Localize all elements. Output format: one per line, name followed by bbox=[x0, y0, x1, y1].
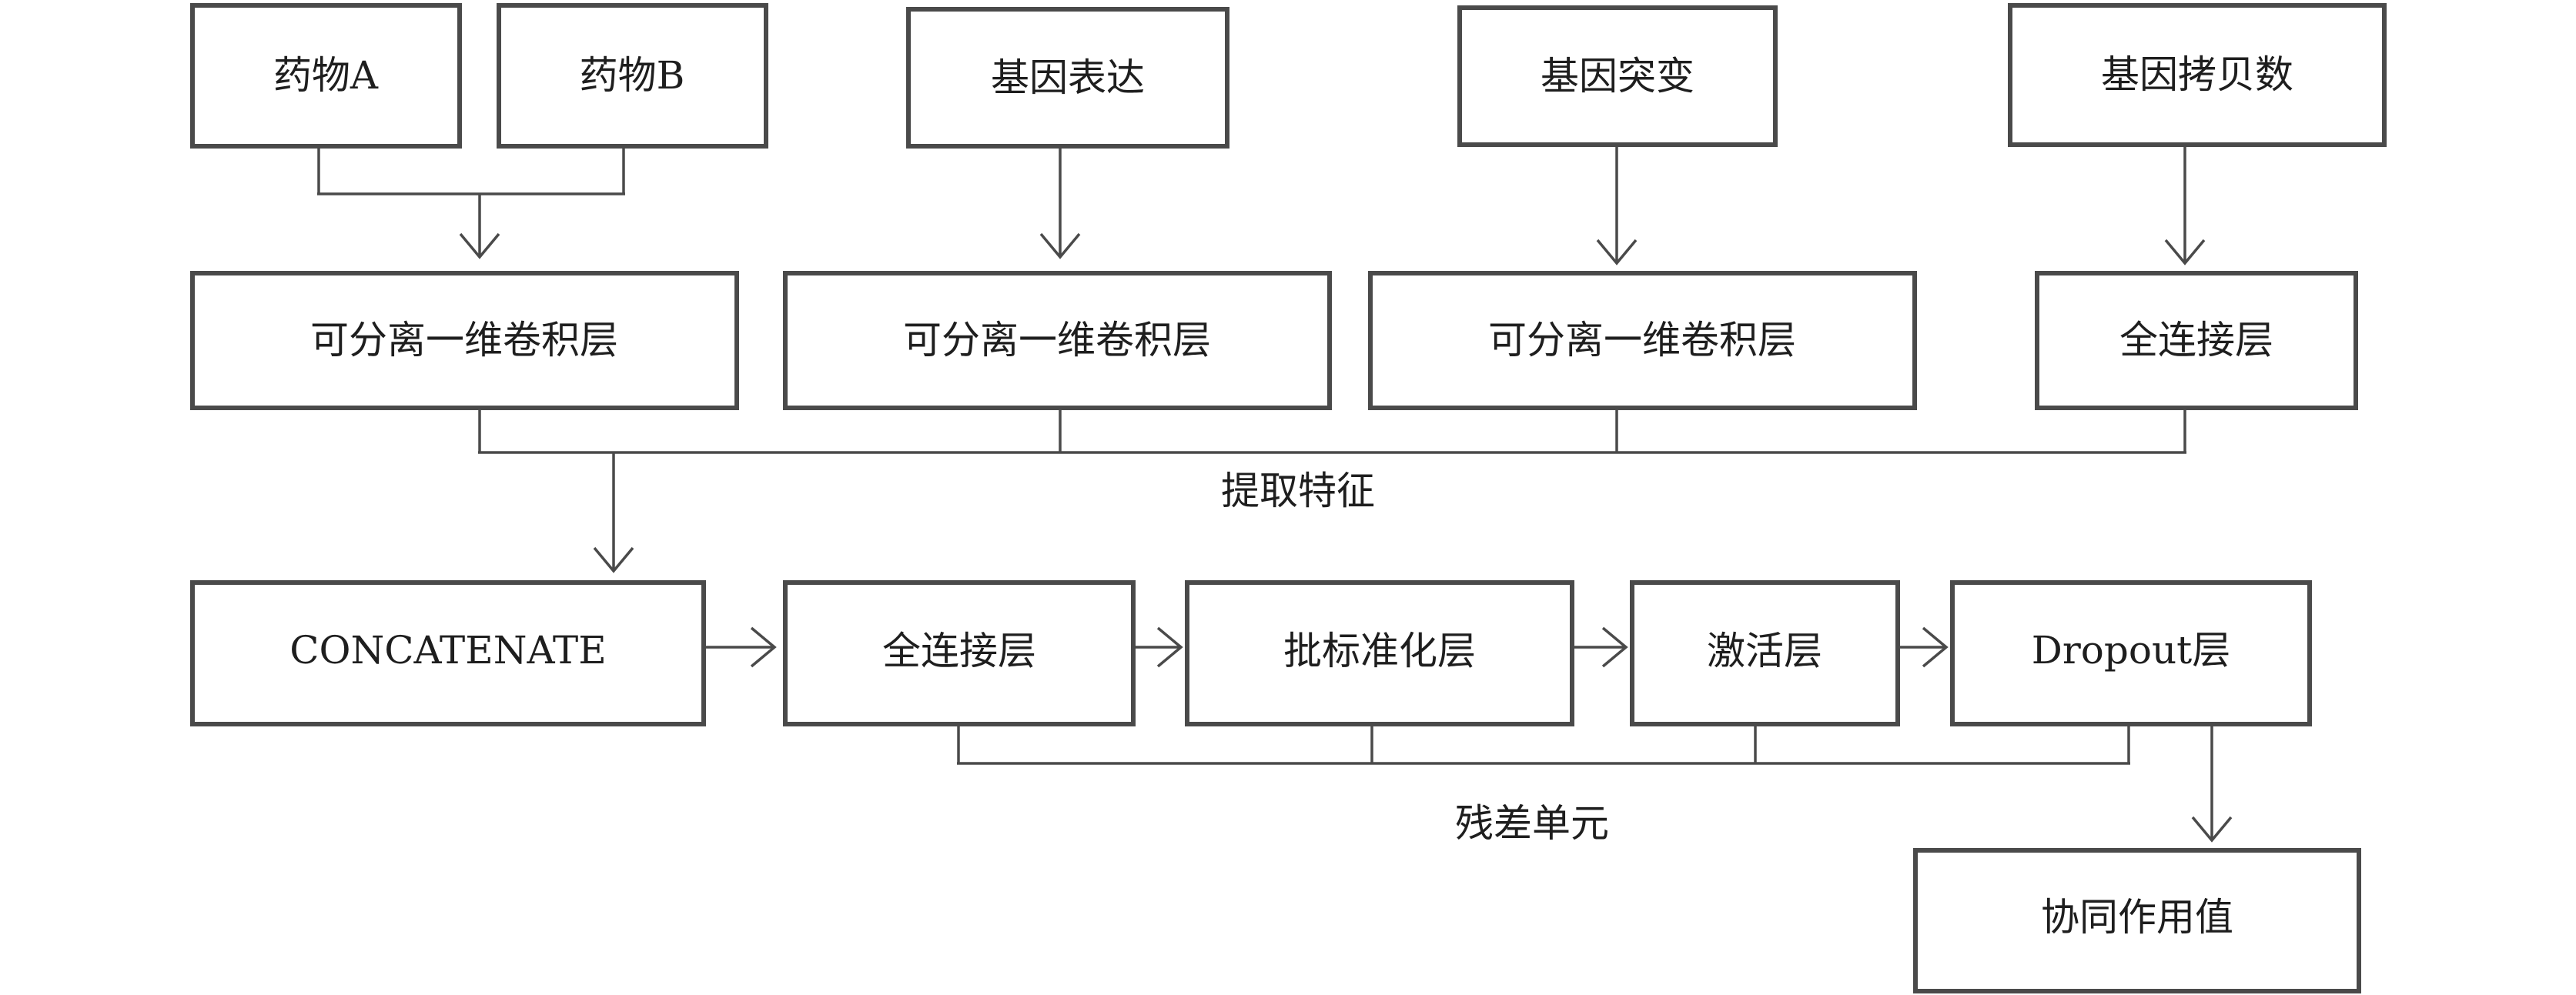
node-gene-mutation-label: 基因突变 bbox=[1541, 54, 1694, 98]
node-drug-a-label: 药物A bbox=[273, 53, 379, 98]
arrowhead-fc-top bbox=[2164, 239, 2206, 265]
node-gene-expression-label: 基因表达 bbox=[991, 55, 1145, 100]
node-drug-b-label: 药物B bbox=[580, 53, 685, 98]
arrowhead-dropout bbox=[1922, 626, 1949, 668]
node-fc-top: 全连接层 bbox=[2035, 271, 2358, 410]
node-batch-norm-label: 批标准化层 bbox=[1283, 629, 1476, 673]
node-drug-b: 药物B bbox=[497, 3, 768, 149]
arrowhead-concatenate bbox=[593, 546, 634, 573]
node-synergy-label: 协同作用值 bbox=[2041, 895, 2233, 940]
node-fc-top-label: 全连接层 bbox=[2119, 318, 2273, 362]
label-feature-extraction: 提取特征 bbox=[1221, 469, 1375, 513]
node-sepconv-1: 可分离一维卷积层 bbox=[190, 271, 739, 410]
node-concatenate-label: CONCATENATE bbox=[289, 628, 606, 673]
node-sepconv-1-label: 可分离一维卷积层 bbox=[310, 318, 618, 362]
node-sepconv-2-label: 可分离一维卷积层 bbox=[903, 318, 1211, 362]
node-fc-mid-label: 全连接层 bbox=[882, 629, 1036, 673]
node-sepconv-3: 可分离一维卷积层 bbox=[1368, 271, 1917, 410]
node-drug-a: 药物A bbox=[190, 3, 462, 149]
node-gene-copy-number: 基因拷贝数 bbox=[2008, 3, 2387, 147]
node-gene-mutation: 基因突变 bbox=[1457, 5, 1778, 147]
node-activation-label: 激活层 bbox=[1707, 629, 1822, 673]
node-gene-expression: 基因表达 bbox=[906, 7, 1229, 149]
arrowhead-conv1 bbox=[459, 232, 500, 259]
arrowhead-fc-mid bbox=[750, 626, 777, 668]
node-concatenate: CONCATENATE bbox=[190, 580, 706, 726]
arrowhead-synergy bbox=[2191, 816, 2233, 843]
arrowhead-conv3 bbox=[1596, 239, 1638, 265]
label-residual-unit: 残差单元 bbox=[1455, 801, 1609, 846]
node-synergy: 协同作用值 bbox=[1913, 848, 2361, 993]
node-sepconv-2: 可分离一维卷积层 bbox=[783, 271, 1332, 410]
node-batch-norm: 批标准化层 bbox=[1185, 580, 1574, 726]
arrowhead-activation bbox=[1601, 626, 1628, 668]
arrowhead-conv2 bbox=[1039, 232, 1081, 259]
node-fc-mid: 全连接层 bbox=[783, 580, 1136, 726]
arrowhead-batch-norm bbox=[1156, 626, 1183, 668]
node-sepconv-3-label: 可分离一维卷积层 bbox=[1488, 318, 1796, 362]
node-gene-copy-number-label: 基因拷贝数 bbox=[2101, 52, 2293, 97]
node-dropout: Dropout层 bbox=[1950, 580, 2312, 726]
node-activation: 激活层 bbox=[1630, 580, 1900, 726]
node-dropout-label: Dropout层 bbox=[2032, 628, 2231, 673]
